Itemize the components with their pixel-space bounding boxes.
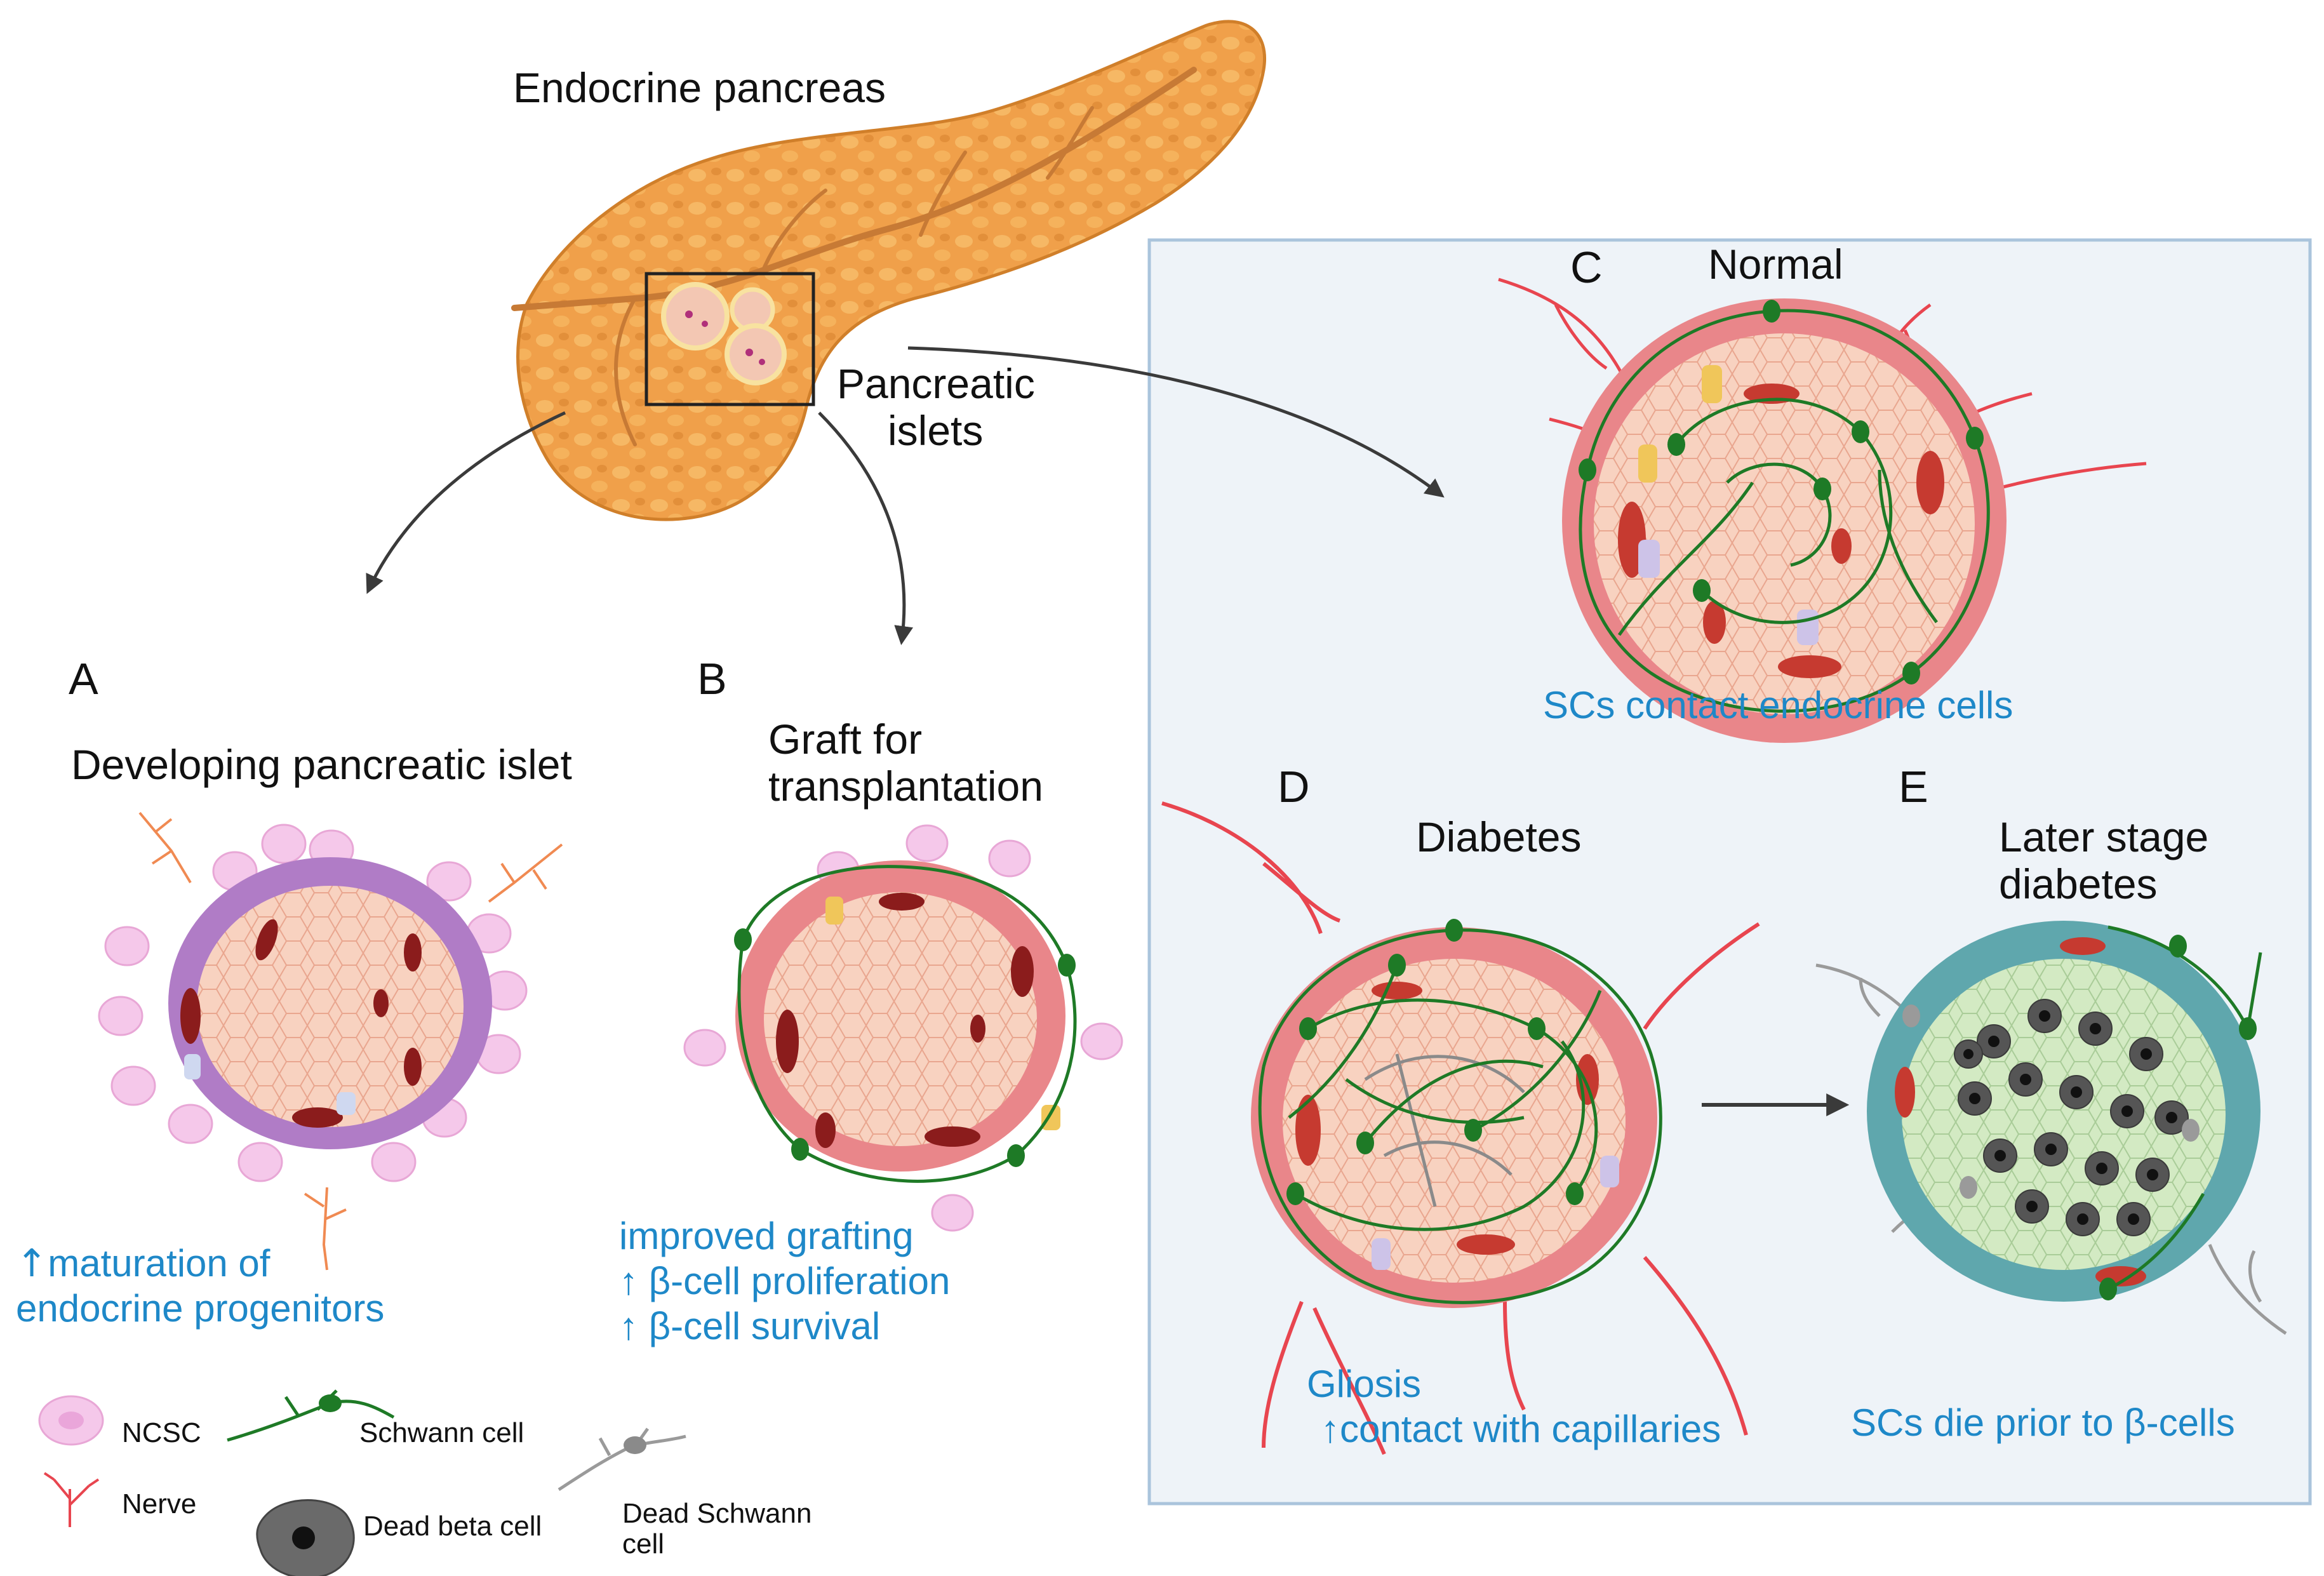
legend-dead-schwann-line-2: cell <box>622 1528 665 1560</box>
panel-b-title-line-1: Graft for <box>768 716 923 763</box>
panel-a-caption: ↑maturation of endocrine progenitors <box>16 1241 384 1332</box>
legend-dead-beta-label: Dead beta cell <box>363 1511 542 1542</box>
panel-d-caption: Gliosis ↑contact with capillaries <box>1307 1362 1721 1452</box>
panel-a-caption-line-2: endocrine progenitors <box>16 1286 385 1330</box>
inset-label-line-2: islets <box>888 406 984 454</box>
panel-e-title-line-1: Later stage <box>1999 813 2209 860</box>
arrow-to-b <box>818 411 914 645</box>
legend-dead-schwann-line-1: Dead Schwann <box>622 1498 812 1529</box>
panel-b-title-line-2: transplantation <box>768 762 1043 810</box>
islet-a <box>98 811 563 1271</box>
panel-c-caption: SCs contact endocrine cells <box>1543 684 2013 726</box>
legend-ncsc-label: NCSC <box>122 1417 201 1448</box>
nerve-legend-icon <box>43 1472 100 1527</box>
panel-e-letter: E <box>1899 762 1928 811</box>
panel-b-caption-line-3: ↑ β-cell survival <box>619 1304 881 1347</box>
islet-e <box>1815 921 2287 1335</box>
panel-a-letter: A <box>69 654 98 704</box>
arrow-to-c <box>907 346 1445 498</box>
arrow-to-a <box>366 411 566 594</box>
islet-d <box>1161 801 1760 1455</box>
dead-beta-cell-legend-icon <box>256 1499 355 1576</box>
panel-e-title-line-2: diabetes <box>1999 860 2158 907</box>
figure-title: Endocrine pancreas <box>513 64 886 111</box>
panel-a-caption-arrow: ↑ <box>16 1241 48 1286</box>
panel-d-caption-line-1: Gliosis <box>1307 1363 1422 1405</box>
inset-label-line-1: Pancreatic <box>837 360 1035 407</box>
pancreas-illustration <box>511 20 1266 521</box>
panel-d-letter: D <box>1278 762 1310 811</box>
islet-b <box>683 824 1123 1232</box>
panel-b-letter: B <box>697 654 727 704</box>
legend-dead-schwann-label: Dead Schwann cell <box>622 1498 812 1560</box>
dead-beta-cells <box>1954 999 2189 1236</box>
panel-b-title: Graft for transplantation <box>768 716 1043 810</box>
panel-e-title: Later stage diabetes <box>1999 813 2209 908</box>
panel-b-caption-line-2: ↑ β-cell proliferation <box>619 1259 951 1302</box>
dead-schwann-legend-icon <box>558 1427 686 1492</box>
legend-icons <box>38 1389 686 1576</box>
inset-label: Pancreatic islets <box>837 360 1035 455</box>
legend-nerve-label: Nerve <box>122 1488 197 1519</box>
panel-b-caption: improved grafting ↑ β-cell proliferation… <box>619 1214 950 1349</box>
panel-a-caption-line-1: maturation of <box>48 1242 270 1285</box>
panel-a-title: Developing pancreatic islet <box>71 741 572 788</box>
panel-d-caption-line-2: ↑contact with capillaries <box>1321 1407 1721 1450</box>
panel-e-caption: SCs die prior to β-cells <box>1851 1401 2235 1444</box>
panel-b-caption-line-1: improved grafting <box>619 1215 914 1257</box>
panel-c-title: Normal <box>1708 241 1843 288</box>
islet-c <box>1498 277 2147 743</box>
panel-c-letter: C <box>1570 243 1603 292</box>
panel-d-title: Diabetes <box>1416 813 1582 860</box>
legend-schwann-label: Schwann cell <box>359 1417 524 1448</box>
